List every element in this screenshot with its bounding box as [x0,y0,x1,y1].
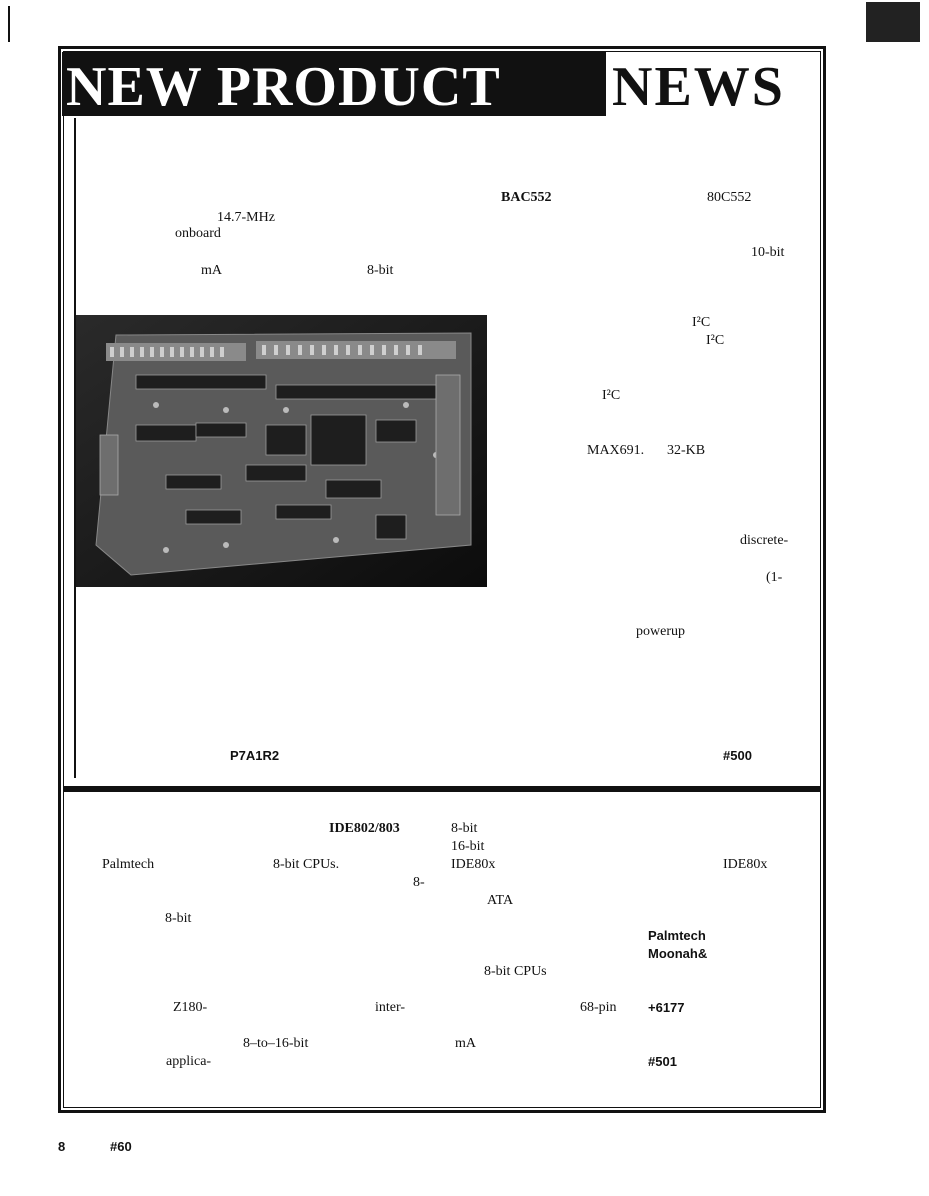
reader-service-500: #500 [723,748,752,763]
text-ide80x-b: IDE80x [723,857,768,872]
company-palmtech: Palmtech [102,857,155,872]
page-number: 8 [58,1139,66,1154]
text-16bit: 16-bit [451,839,485,854]
text-onboard: onboard [175,226,221,241]
text-ide80x-a: IDE80x [451,857,496,872]
text-ata: ATA [487,893,514,908]
text-ma: mA [201,263,222,278]
article-divider [63,786,821,792]
page-frame [58,46,826,1113]
product-name-ide802-803: IDE802/803 [329,821,400,836]
text-i2c-2: I²C [706,333,725,348]
column-rule [74,118,76,778]
text-8-dash: 8- [413,875,425,890]
text-8bit-cpus-b: 8-bit CPUs [484,964,547,979]
text-i2c-3: I²C [602,388,621,403]
issue-number: #60 [110,1139,132,1154]
text-ma-b: mA [455,1036,476,1051]
margin-tick [8,6,10,42]
phone-number: +6177 [648,1000,685,1015]
address-moonah: Moonah& [648,946,708,961]
model-p7a1r2: P7A1R2 [230,748,280,763]
text-8bit-b: 8-bit [165,911,192,926]
text-80c552: 80C552 [707,190,752,205]
text-applica: applica- [166,1054,212,1069]
text-8bit-cpus: 8-bit CPUs. [273,857,340,872]
text-z180: Z180- [173,1000,208,1015]
text-68pin: 68-pin [580,1000,617,1015]
text-147mhz: 14.7-MHz [217,210,275,225]
reader-service-501: #501 [648,1054,677,1069]
text-max691: MAX691. [587,443,645,458]
text-8bit: 8-bit [367,263,394,278]
circuit-board-illustration [76,315,487,587]
product-photo-circuit-board [76,315,487,587]
text-inter: inter- [375,1000,406,1015]
text-8-to-16bit: 8–to–16-bit [243,1036,309,1051]
company-palmtech-contact: Palmtech [648,928,706,943]
title-news: NEWS [612,56,785,118]
corner-tab [866,2,920,42]
text-32kb: 32-KB [667,443,706,458]
text-discrete: discrete- [740,533,789,548]
title-banner [62,52,606,116]
text-8bit-a: 8-bit [451,821,478,836]
title-new-product: NEW PRODUCT [66,56,501,118]
text-10bit: 10-bit [751,245,785,260]
text-powerup: powerup [636,624,685,639]
text-one: (1- [766,570,783,585]
text-i2c-1: I²C [692,315,711,330]
product-name-bac552: BAC552 [501,190,552,205]
page-frame-inner [63,51,821,1108]
